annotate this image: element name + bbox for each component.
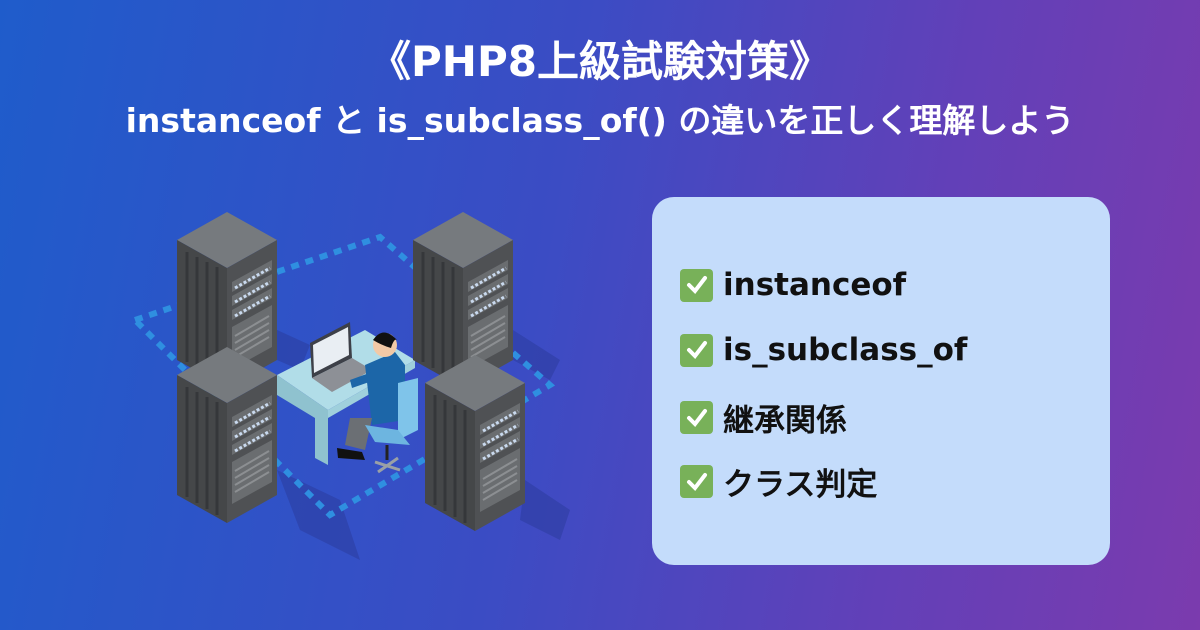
checklist-item: is_subclass_of <box>680 332 967 368</box>
check-mark-icon <box>680 465 713 498</box>
floor-shadow <box>277 330 570 560</box>
laptop-icon <box>310 322 372 392</box>
checklist-item-label: is_subclass_of <box>723 332 968 368</box>
checklist-item-label: instanceof <box>723 267 907 303</box>
server-rack-icon <box>423 353 527 533</box>
page-subtitle: instanceof と is_subclass_of() の違いを正しく理解し… <box>125 101 1075 140</box>
checklist-item: 継承関係 <box>680 395 847 440</box>
check-mark-icon <box>680 333 713 367</box>
checklist-item-label: 継承関係 <box>723 403 847 439</box>
server-rack-icon <box>175 345 279 525</box>
checklist-card: instanceof is_subclass_of 継承関係 クラス判定 <box>652 197 1110 565</box>
office-chair-icon <box>365 378 418 474</box>
person-at-desk <box>337 332 405 460</box>
check-mark-icon <box>680 268 713 302</box>
checklist-item-label: クラス判定 <box>723 467 878 503</box>
server-rack-icon <box>411 210 515 390</box>
checklist-item: instanceof <box>680 267 906 303</box>
checklist-item: クラス判定 <box>680 459 877 504</box>
check-mark-icon <box>680 401 713 434</box>
page-title: 《PHP8上級試験対策》 <box>369 37 831 86</box>
